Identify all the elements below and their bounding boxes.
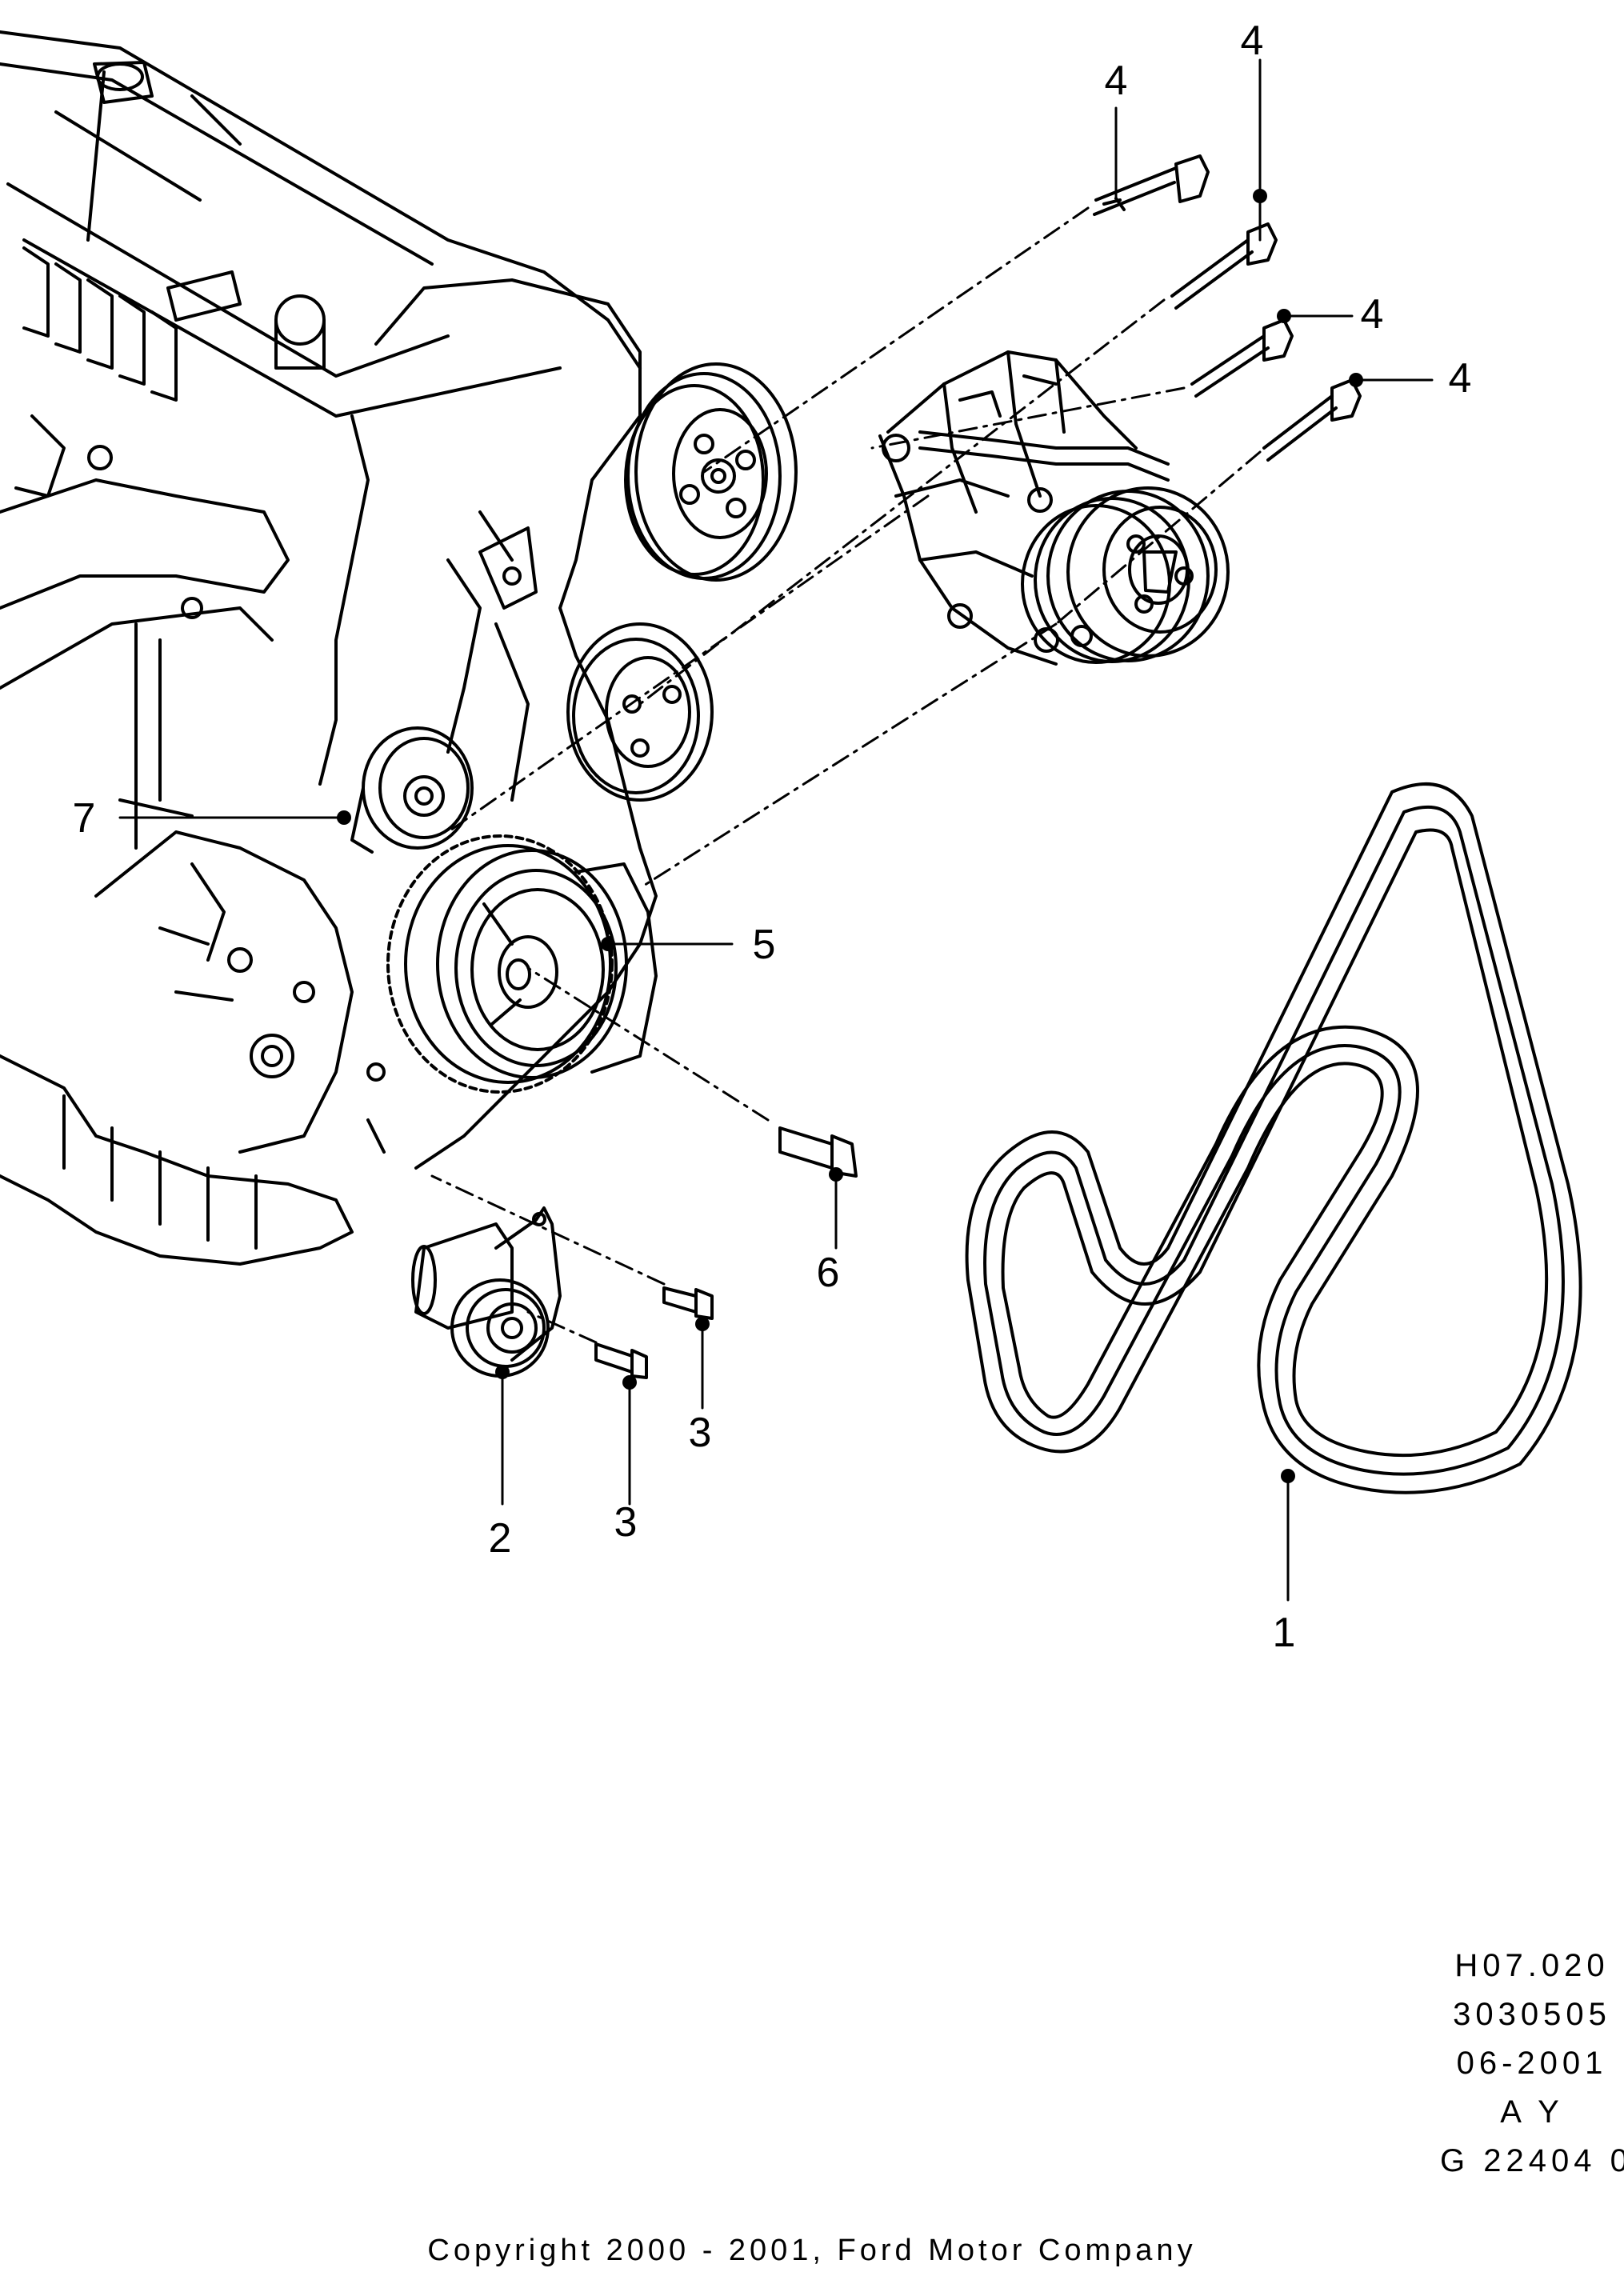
callout-2: 2 bbox=[489, 1515, 512, 1562]
assembly-lines bbox=[430, 206, 1262, 1344]
belt-tensioner bbox=[411, 1206, 562, 1378]
callout-3-lower: 3 bbox=[614, 1499, 638, 1546]
callout-4-a: 4 bbox=[1105, 58, 1128, 104]
engine-block bbox=[0, 30, 658, 1266]
drive-belt bbox=[965, 782, 1582, 1494]
reference-code: H07.020 bbox=[1454, 1948, 1610, 1983]
callout-4-c: 4 bbox=[1361, 291, 1384, 338]
bolt-item-6 bbox=[778, 1126, 858, 1178]
filler-cap-2 bbox=[274, 294, 326, 346]
water-pump-pulley bbox=[566, 622, 714, 802]
callout-5: 5 bbox=[753, 922, 776, 968]
part-number: 3030505 bbox=[1453, 1997, 1611, 2032]
oil-filler-cap bbox=[93, 61, 154, 104]
engine-pulleys bbox=[350, 362, 798, 1094]
drawing-number: G 22404 0 bbox=[1440, 2143, 1624, 2178]
bolts-item-3 bbox=[594, 1286, 714, 1379]
callout-4-d: 4 bbox=[1449, 355, 1472, 402]
leader-lines bbox=[118, 58, 1434, 1602]
callout-6: 6 bbox=[817, 1250, 840, 1296]
bolts-item-4 bbox=[1093, 154, 1362, 462]
callout-4-b: 4 bbox=[1241, 18, 1264, 64]
callout-3-upper: 3 bbox=[689, 1410, 712, 1456]
callout-7: 7 bbox=[73, 795, 96, 842]
revision-date: 06-2001 bbox=[1456, 2046, 1608, 2081]
ac-compressor bbox=[878, 350, 1230, 666]
crankshaft-pulley bbox=[436, 849, 628, 1079]
ac-clutch-pulley bbox=[1066, 486, 1230, 658]
model-code: A Y bbox=[1500, 2094, 1564, 2130]
callout-numbers: 1 2 3 3 4 4 4 4 5 6 7 bbox=[73, 18, 1472, 1656]
callout-1: 1 bbox=[1273, 1610, 1296, 1656]
power-steering-pulley bbox=[634, 362, 798, 582]
copyright-notice: Copyright 2000 - 2001, Ford Motor Compan… bbox=[427, 2234, 1197, 2267]
leader-dots bbox=[337, 189, 1363, 1483]
